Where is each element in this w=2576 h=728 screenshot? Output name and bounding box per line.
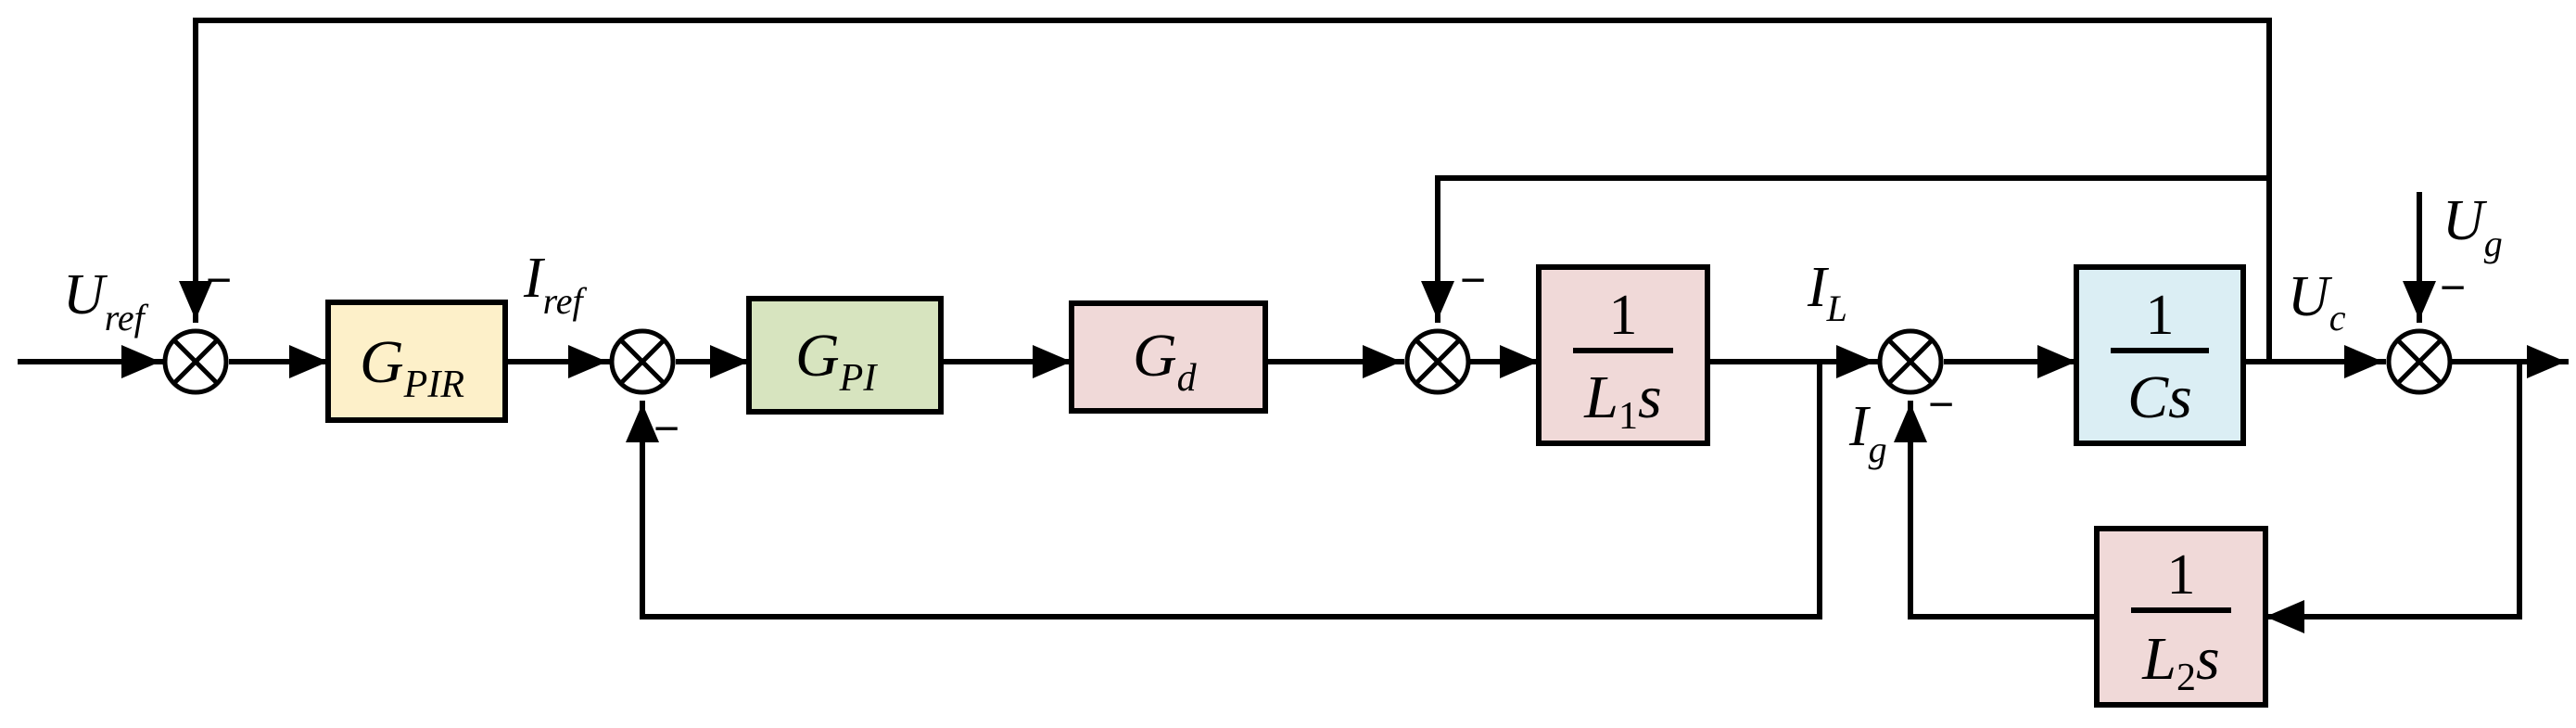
minus-sign-sum2: − — [654, 404, 679, 453]
l2s-den-tail: s — [2196, 625, 2220, 693]
l2s-den-sub: 2 — [2176, 657, 2196, 699]
minus-sign-sum5: − — [2440, 263, 2466, 313]
svg-text:L2s: L2s — [2141, 625, 2219, 699]
summing-junction-4 — [1877, 328, 1944, 395]
wire-il-feedback — [626, 359, 1822, 619]
label-i-g: Ig — [1848, 395, 1887, 470]
block-l2s: 1 L2s — [2094, 526, 2268, 708]
label-i-ref: Iref — [523, 247, 587, 322]
wire-output-to-l2s — [2263, 359, 2522, 633]
block-g-pi-box — [746, 296, 944, 415]
l1s-numerator: 1 — [1609, 284, 1638, 347]
label-i-l: IL — [1807, 256, 1847, 329]
block-g-d-box — [1069, 300, 1268, 414]
g-pir-sub: PIR — [403, 364, 464, 406]
block-cs-box — [2074, 264, 2246, 446]
label-u-ref: Uref — [63, 263, 149, 338]
summing-junction-3 — [1404, 328, 1471, 395]
block-g-pir: GPIR — [325, 300, 508, 423]
wire-l2s-to-sum4 — [1894, 401, 2100, 619]
block-l1s-box — [1536, 264, 1710, 446]
minus-sign-sum4: − — [1928, 380, 1954, 429]
g-d-sub: d — [1177, 357, 1198, 400]
minus-sign-sum3: − — [1460, 256, 1486, 305]
block-cs: 1 Cs — [2074, 264, 2246, 446]
wire-uc-feedback — [1421, 175, 2272, 323]
g-pi-sub: PI — [839, 357, 879, 400]
summing-junction-5 — [2386, 328, 2453, 395]
l1s-den-main: L — [1583, 364, 1618, 431]
block-l2s-box — [2094, 526, 2268, 708]
svg-text:Gd: Gd — [1133, 322, 1198, 400]
block-l1s: 1 L1s — [1536, 264, 1710, 446]
signal-wires — [18, 18, 2569, 633]
l1s-den-sub: 1 — [1618, 395, 1638, 438]
svg-text:L1s: L1s — [1583, 364, 1661, 438]
cs-denominator: Cs — [2127, 364, 2192, 431]
g-d-main: G — [1133, 322, 1177, 390]
cs-numerator: 1 — [2146, 284, 2175, 347]
g-pir-main: G — [360, 328, 404, 396]
minus-sign-sum1: − — [206, 256, 232, 305]
summing-junction-2 — [609, 328, 676, 395]
label-u-c: Uc — [2288, 265, 2346, 338]
svg-text:GPIR: GPIR — [360, 328, 464, 406]
block-g-pir-box — [325, 300, 508, 423]
svg-text:GPI: GPI — [795, 322, 878, 400]
block-g-d: Gd — [1069, 300, 1268, 414]
l2s-numerator: 1 — [2167, 543, 2196, 607]
l1s-den-tail: s — [1638, 364, 1662, 431]
label-u-g: Ug — [2443, 189, 2503, 264]
g-pi-main: G — [795, 322, 840, 390]
l2s-den-main: L — [2141, 625, 2176, 693]
summing-junction-1 — [162, 328, 229, 395]
block-g-pi: GPI — [746, 296, 944, 415]
wire-outer-feedback — [179, 18, 2272, 364]
